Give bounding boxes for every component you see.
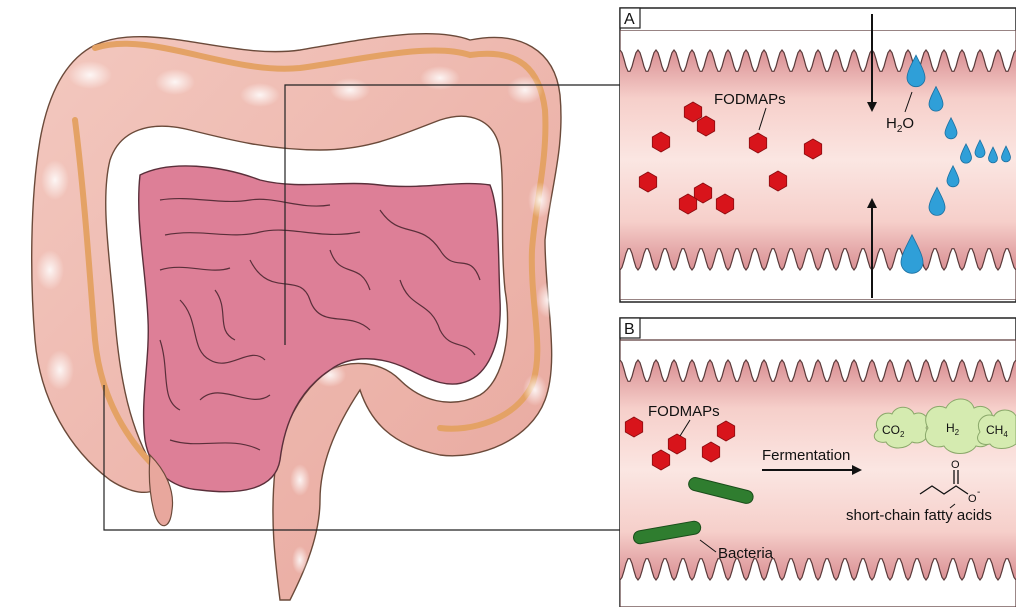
panel-a-water-absorption: A FODMAPs H2O [620, 8, 1016, 302]
colon-illustration [32, 34, 561, 600]
panel-a-fodmaps-label: FODMAPs [714, 91, 786, 108]
bacteria-label: Bacteria [718, 545, 774, 562]
panel-a-lumen [620, 50, 1016, 270]
molecule-charge: - [977, 487, 980, 498]
fermentation-label: Fermentation [762, 447, 850, 464]
scfa-label: short-chain fatty acids [846, 507, 992, 524]
molecule-o-minus: O [968, 493, 977, 505]
molecule-o-top: O [951, 459, 960, 471]
panel-b-fermentation: B FODMAPs Bacteria Fermentation CO2 H2 C… [620, 318, 1016, 607]
panel-b-fodmaps-label: FODMAPs [648, 403, 720, 420]
panel-b-letter: B [624, 321, 635, 338]
panel-a-letter: A [624, 11, 635, 28]
